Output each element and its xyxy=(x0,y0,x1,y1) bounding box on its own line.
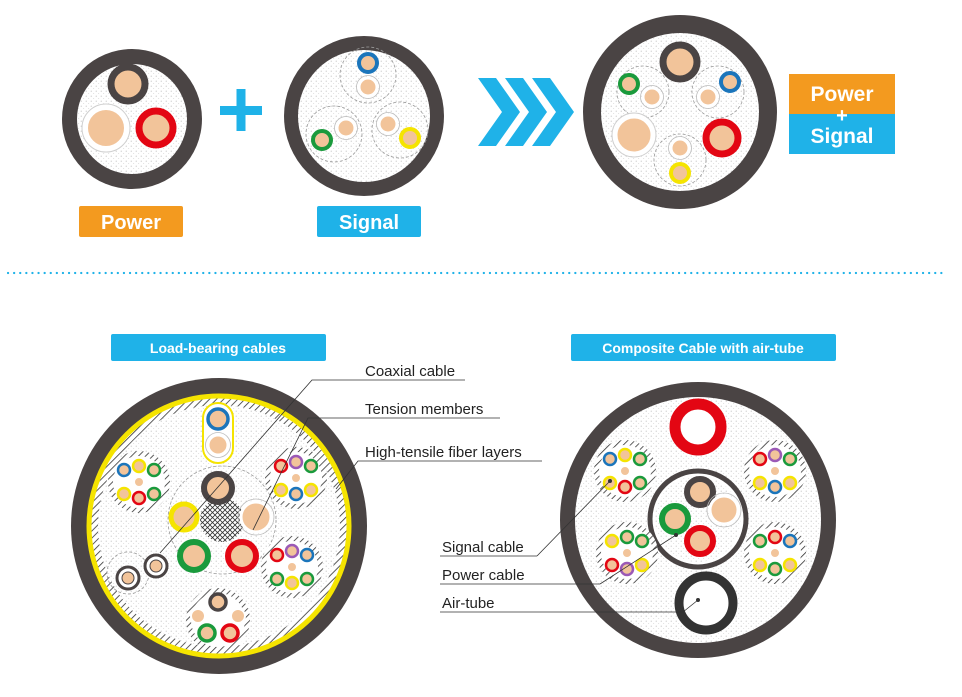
power-badge-label: Power xyxy=(101,212,161,234)
composite-signal-bundle-upper-right xyxy=(744,440,806,502)
composite-signal-bundle-upper-left xyxy=(594,440,656,502)
callout-tension-members: Tension members xyxy=(365,401,483,418)
callout-signal-cable: Signal cable xyxy=(442,539,524,556)
signal-bundle-upper-left xyxy=(108,451,170,513)
plus-icon xyxy=(220,89,262,131)
composite-callouts xyxy=(440,480,699,613)
signal-badge: Signal xyxy=(317,206,421,237)
combined-badge: Power + Signal xyxy=(789,74,895,154)
combined-badge-line2: Signal xyxy=(810,125,873,148)
load-bearing-title-badge: Load-bearing cables xyxy=(111,334,326,361)
combined-cable-cross-section xyxy=(583,15,777,209)
combined-badge-line1: Power xyxy=(810,83,873,106)
composite-title-badge: Composite Cable with air-tube xyxy=(571,334,836,361)
chevron-arrows-icon xyxy=(478,78,574,146)
load-bearing-cable-cross-section xyxy=(71,378,367,674)
callout-fiber-layers: High-tensile fiber layers xyxy=(365,444,522,461)
composite-signal-bundle-lower-right xyxy=(744,522,806,584)
signal-badge-label: Signal xyxy=(339,212,399,234)
power-cable-cross-section xyxy=(62,49,202,189)
signal-bundle-upper-right xyxy=(265,447,327,509)
power-badge: Power xyxy=(79,206,183,237)
callout-power-cable: Power cable xyxy=(442,567,525,584)
load-bearing-callouts xyxy=(159,379,362,554)
load-bearing-title: Load-bearing cables xyxy=(150,340,286,356)
signal-bundle-bottom xyxy=(186,588,250,652)
combined-badge-plus: + xyxy=(836,105,848,127)
signal-bundle-lower-right xyxy=(261,536,323,598)
composite-cable-cross-section xyxy=(560,382,836,658)
signal-cable-cross-section xyxy=(284,36,444,196)
composite-title: Composite Cable with air-tube xyxy=(602,340,804,356)
callout-coaxial-cable: Coaxial cable xyxy=(365,363,455,380)
composite-signal-bundle-lower-left xyxy=(596,522,658,584)
callout-air-tube: Air-tube xyxy=(442,595,495,612)
